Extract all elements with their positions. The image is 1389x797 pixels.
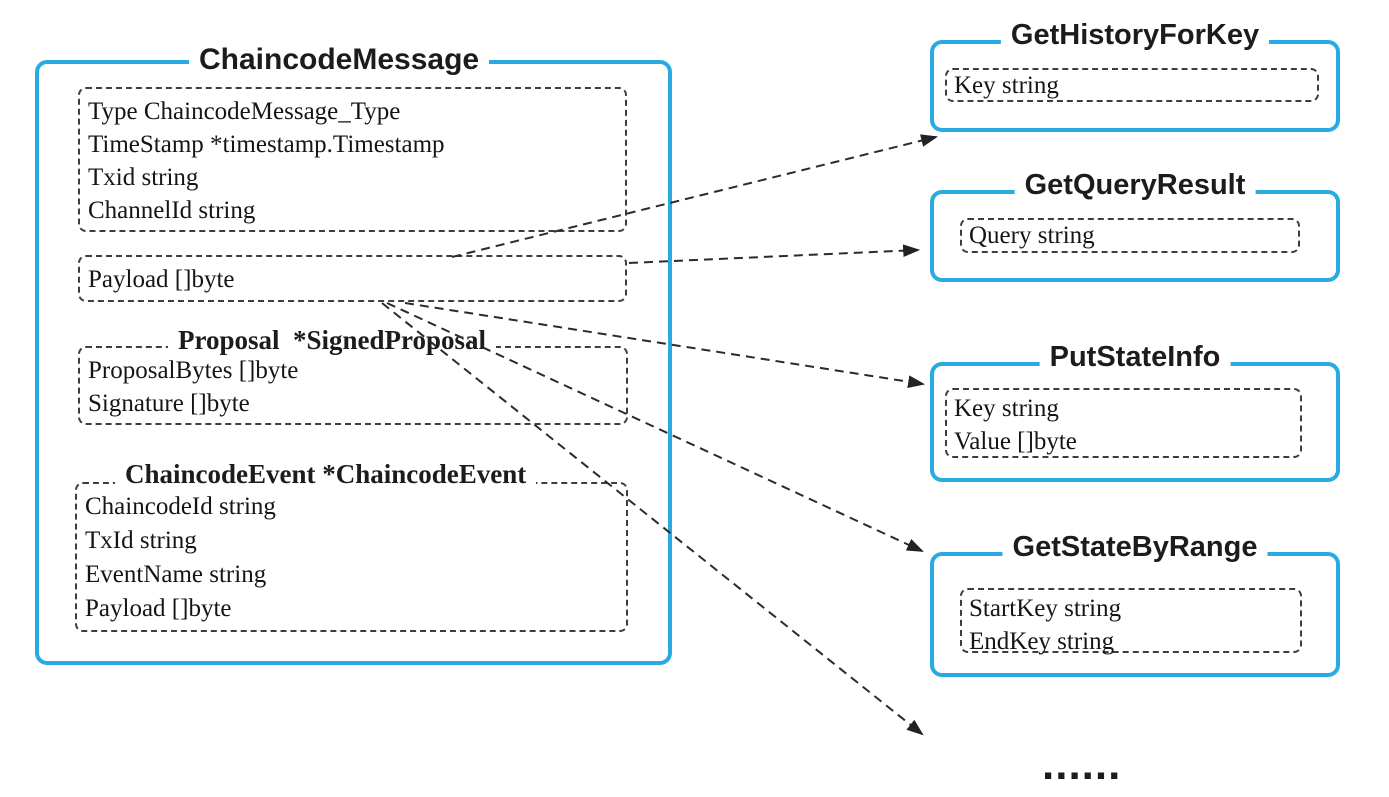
field-value: Value []byte bbox=[954, 428, 1077, 455]
field-eventname: EventName string bbox=[85, 561, 267, 588]
get-query-result-fields: Query string bbox=[960, 218, 1300, 253]
field-startkey: StartKey string bbox=[969, 595, 1122, 622]
field-key: Key string bbox=[954, 395, 1059, 422]
get-history-for-key-title: GetHistoryForKey bbox=[1000, 18, 1270, 52]
chaincode-event-section-header: ChaincodeEvent *ChaincodeEvent bbox=[115, 458, 537, 490]
message-header-fields-section: Type ChaincodeMessage_Type TimeStamp *ti… bbox=[78, 87, 627, 232]
field-type: Type ChaincodeMessage_Type bbox=[88, 98, 401, 125]
get-state-by-range-title: GetStateByRange bbox=[1002, 530, 1268, 564]
more-messages-ellipsis: ...... bbox=[1042, 740, 1122, 789]
get-state-by-range-fields: StartKey string EndKey string bbox=[960, 588, 1302, 655]
field-key: Key string bbox=[954, 72, 1059, 99]
put-state-info-box: PutStateInfo Key string Value []byte bbox=[930, 340, 1340, 482]
field-chaincodeid: ChaincodeId string bbox=[85, 493, 276, 520]
chaincode-message-title: ChaincodeMessage bbox=[189, 42, 490, 78]
payload-section: Payload []byte bbox=[78, 255, 627, 302]
field-event-txid: TxId string bbox=[85, 527, 197, 554]
put-state-info-fields: Key string Value []byte bbox=[945, 388, 1302, 458]
get-history-for-key-fields: Key string bbox=[945, 68, 1319, 102]
chaincode-event-section: ChaincodeEvent *ChaincodeEvent Chaincode… bbox=[75, 458, 628, 632]
get-query-result-title: GetQueryResult bbox=[1014, 168, 1256, 202]
proposal-section-header: Proposal *SignedProposal bbox=[168, 324, 497, 356]
get-state-by-range-box: GetStateByRange StartKey string EndKey s… bbox=[930, 530, 1340, 677]
field-channelid: ChannelId string bbox=[88, 197, 256, 224]
field-signature: Signature []byte bbox=[88, 390, 250, 417]
field-endkey: EndKey string bbox=[969, 628, 1115, 655]
field-payload: Payload []byte bbox=[88, 266, 235, 293]
field-txid: Txid string bbox=[88, 164, 199, 191]
field-proposalbytes: ProposalBytes []byte bbox=[88, 357, 299, 384]
put-state-info-title: PutStateInfo bbox=[1039, 340, 1231, 374]
field-query: Query string bbox=[969, 222, 1095, 249]
chaincode-message-box: ChaincodeMessage Type ChaincodeMessage_T… bbox=[35, 42, 672, 665]
field-event-payload: Payload []byte bbox=[85, 595, 232, 622]
get-history-for-key-box: GetHistoryForKey Key string bbox=[930, 18, 1340, 132]
get-query-result-box: GetQueryResult Query string bbox=[930, 168, 1340, 282]
arrow-payload-to-getqueryresult-icon bbox=[628, 244, 921, 264]
field-timestamp: TimeStamp *timestamp.Timestamp bbox=[88, 131, 445, 158]
proposal-section: Proposal *SignedProposal ProposalBytes [… bbox=[78, 324, 628, 425]
